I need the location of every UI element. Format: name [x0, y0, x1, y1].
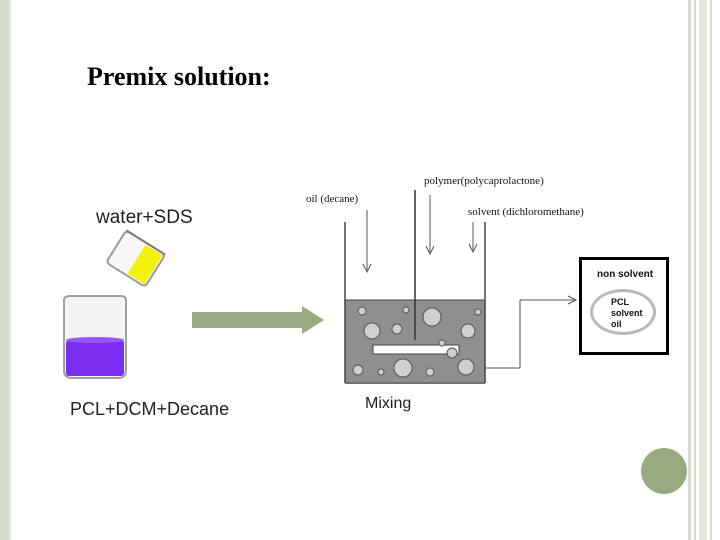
slide-title: Premix solution: — [87, 62, 271, 91]
inset-pcl-label: PCL — [611, 297, 629, 307]
slide-right-border-line — [694, 0, 696, 540]
solvent-label: solvent (dichloromethane) — [468, 206, 584, 218]
slide-right-border-line — [710, 0, 712, 540]
mixing-vessel — [344, 190, 578, 384]
slide-right-border-line — [688, 0, 691, 540]
inset-solvent-label: solvent — [611, 308, 643, 318]
main-beaker — [63, 295, 127, 379]
pouring-beaker — [106, 229, 166, 287]
purple-liquid — [66, 340, 124, 376]
process-arrow — [192, 306, 324, 334]
yellow-liquid — [127, 244, 163, 285]
mixing-caption: Mixing — [365, 395, 412, 412]
slide-left-border-inner — [9, 0, 11, 540]
pcl-dcm-decane-label: PCL+DCM+Decane — [70, 399, 230, 419]
slide-right-border-band — [699, 0, 707, 540]
oil-decane-label: oil (decane) — [306, 193, 359, 205]
inset-oil-label: oil — [611, 319, 622, 329]
droplet-circle — [590, 289, 656, 335]
water-sds-label: water+SDS — [96, 207, 193, 228]
decorative-circle — [641, 448, 687, 494]
slide-left-border — [0, 0, 9, 540]
non-solvent-label: non solvent — [597, 269, 654, 280]
polymer-label: polymer(polycaprolactone) — [424, 175, 544, 187]
